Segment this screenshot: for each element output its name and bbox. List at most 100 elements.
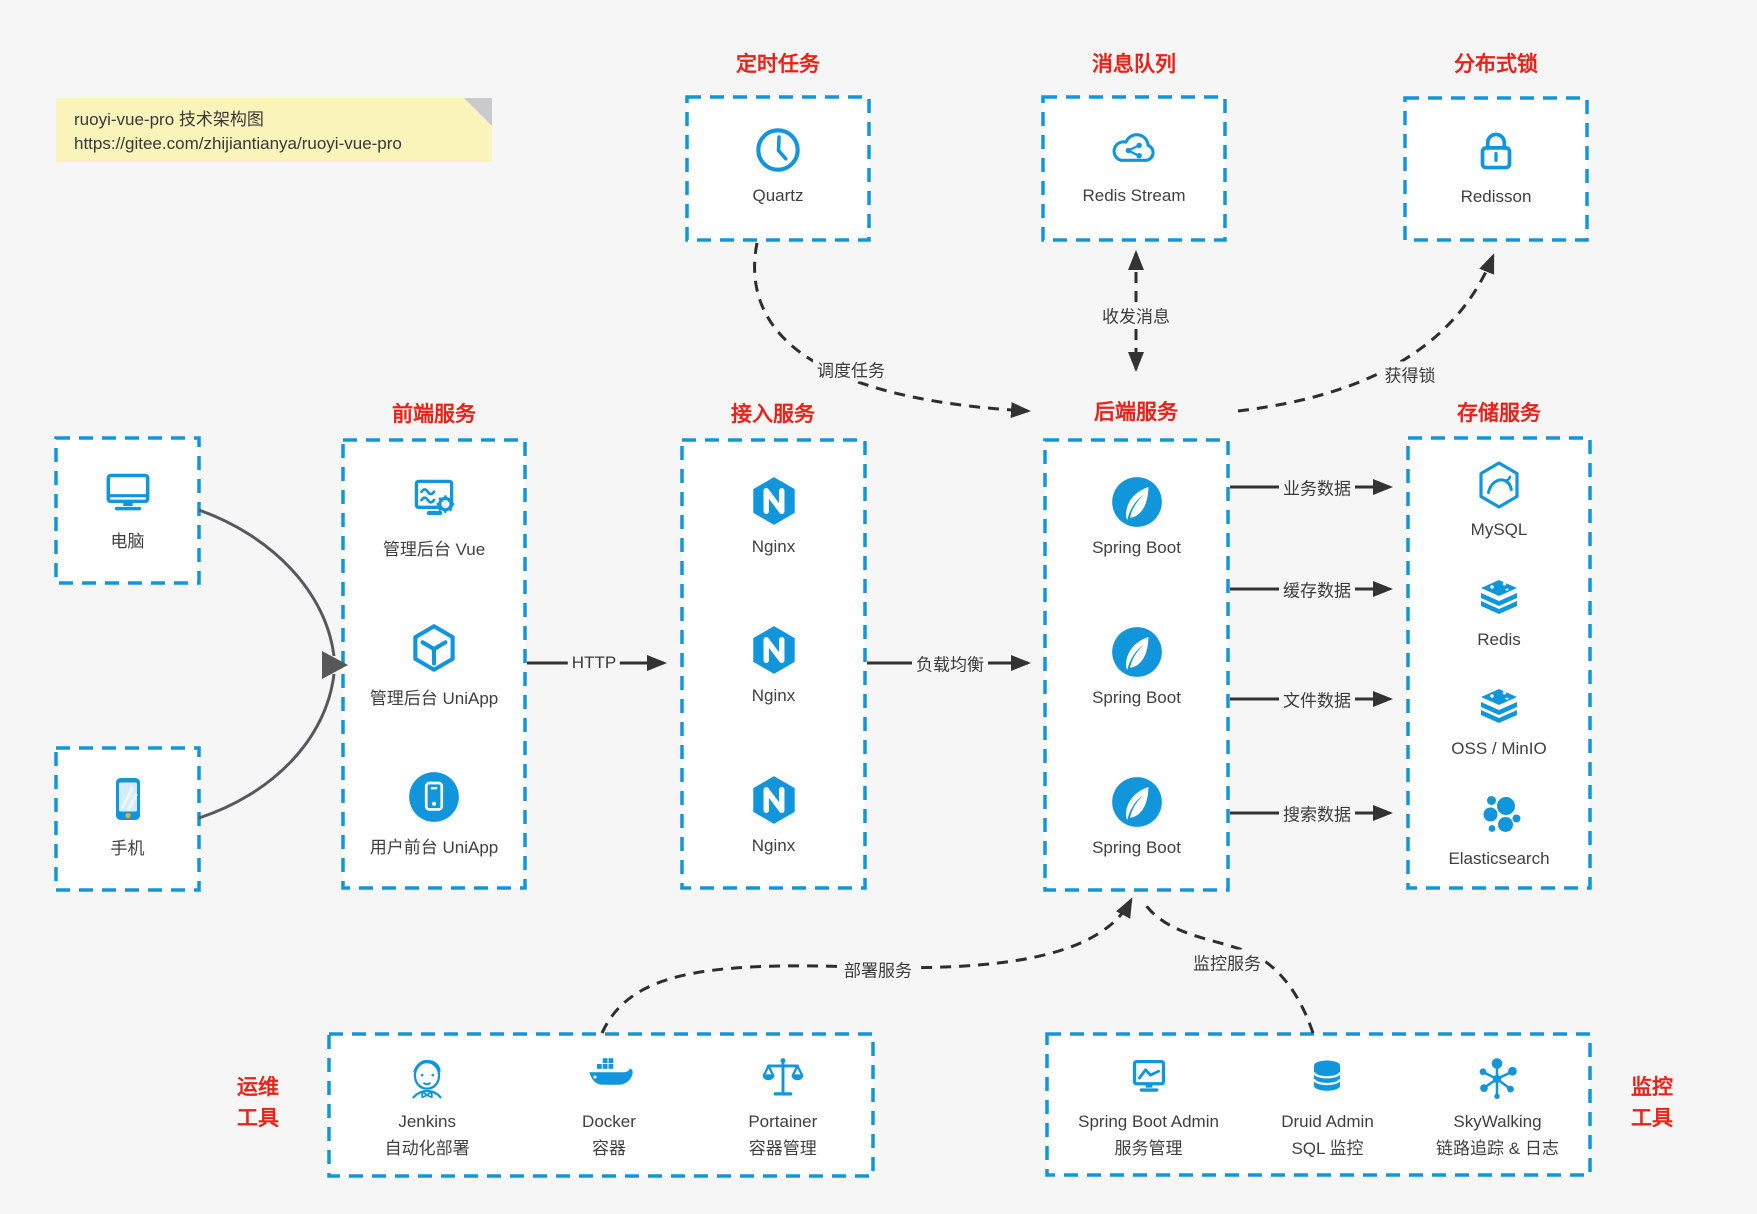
edge-label-lock: 获得锁 <box>1380 361 1440 387</box>
edge-label-http: HTTP <box>567 653 621 673</box>
mobile-icon <box>100 771 156 827</box>
title-storage-services: 存储服务 <box>1457 402 1541 425</box>
service-item-nginx-1: Nginx <box>745 472 803 557</box>
tool-item-spring-boot-admin: Spring Boot Admin 服务管理 <box>1078 1051 1219 1159</box>
edge-label-lb: 负载均衡 <box>912 650 988 676</box>
note-title: ruoyi-vue-pro 技术架构图 <box>74 110 264 129</box>
edge-label-deploy: 部署服务 <box>840 956 916 982</box>
edge-label-mq: 收发消息 <box>1098 302 1174 328</box>
client-arrows <box>198 508 336 820</box>
service-item-mysql: MySQL <box>1470 457 1528 540</box>
cloud-share-icon <box>1104 121 1164 179</box>
group-storage: MySQL Redis <box>1408 438 1590 888</box>
clock-icon <box>749 121 807 179</box>
service-item-springboot-2: Spring Boot <box>1092 623 1181 708</box>
group-redis-stream: Redis Stream <box>1043 97 1225 240</box>
service-item-springboot-3: Spring Boot <box>1092 773 1181 858</box>
title-distributed-lock: 分布式锁 <box>1454 53 1538 76</box>
group-quartz: Quartz <box>687 97 869 240</box>
note-url: https://gitee.com/zhijiantianya/ruoyi-vu… <box>74 134 402 153</box>
client-label: 手机 <box>110 839 145 858</box>
tool-item-skywalking: SkyWalking 链路追踪 & 日志 <box>1436 1051 1559 1159</box>
service-item-elasticsearch: Elasticsearch <box>1448 786 1550 869</box>
tool-item-jenkins: Jenkins 自动化部署 <box>385 1051 470 1159</box>
group-backend: Spring Boot Spring Boot Spring Boot <box>1045 440 1228 890</box>
nginx-icon <box>745 621 803 679</box>
client-pc: 电脑 <box>56 438 199 583</box>
elasticsearch-icon <box>1471 786 1527 842</box>
client-arrowhead <box>322 651 348 679</box>
spring-boot-admin-icon <box>1122 1051 1176 1105</box>
redis-icon <box>1471 567 1527 623</box>
client-mobile: 手机 <box>56 748 199 890</box>
service-item-admin-uniapp: 管理后台 UniApp <box>370 619 498 709</box>
service-item-nginx-2: Nginx <box>745 621 803 706</box>
uniapp-icon <box>405 619 463 677</box>
tool-label: SkyWalking <box>1453 1111 1542 1131</box>
spring-boot-icon <box>1108 773 1166 831</box>
druid-icon <box>1300 1051 1354 1105</box>
service-label: Redis <box>1477 629 1521 649</box>
group-redisson: Redisson <box>1405 98 1587 240</box>
nginx-icon <box>745 472 803 530</box>
service-item-redis: Redis <box>1471 567 1527 650</box>
service-label: Nginx <box>751 835 796 855</box>
tool-item-portainer: Portainer 容器管理 <box>748 1051 817 1159</box>
portainer-icon <box>756 1051 810 1105</box>
tool-label: Portainer <box>748 1112 818 1131</box>
client-label: 电脑 <box>110 531 145 551</box>
tool-sublabel: 服务管理 <box>1114 1138 1183 1158</box>
tool-label: Jenkins <box>398 1112 456 1131</box>
oss-minio-icon <box>1471 676 1527 732</box>
edge-label-monitor: 监控服务 <box>1189 949 1265 975</box>
service-label: Nginx <box>751 537 796 557</box>
service-label: Nginx <box>751 686 796 706</box>
title-scheduled-jobs: 定时任务 <box>736 53 820 76</box>
tool-sublabel: 自动化部署 <box>384 1139 470 1158</box>
tool-label: Druid Admin <box>1281 1111 1374 1131</box>
group-frontend: 管理后台 Vue 管理后台 UniApp 用户前台 UniApp <box>343 440 525 888</box>
edge-label-file: 文件数据 <box>1279 686 1355 712</box>
service-label: Redis Stream <box>1082 186 1186 205</box>
mysql-icon <box>1471 457 1527 513</box>
tool-sublabel: 容器 <box>591 1139 626 1158</box>
spring-boot-icon <box>1108 623 1166 681</box>
tool-item-docker: Docker 容器 <box>581 1051 637 1159</box>
title-message-queue: 消息队列 <box>1092 53 1176 76</box>
service-label: MySQL <box>1470 520 1528 540</box>
tool-sublabel: 容器管理 <box>748 1139 817 1158</box>
sticky-note: ruoyi-vue-pro 技术架构图 https://gitee.com/zh… <box>56 98 492 162</box>
edge-label-cache: 缓存数据 <box>1279 576 1355 602</box>
service-label: Elasticsearch <box>1448 848 1550 868</box>
desktop-icon <box>97 462 159 520</box>
lock-icon <box>1467 122 1525 180</box>
service-label: Spring Boot <box>1092 687 1181 707</box>
title-gateway-services: 接入服务 <box>731 403 815 426</box>
spring-boot-icon <box>1108 473 1166 531</box>
tool-sublabel: SQL 监控 <box>1291 1138 1364 1158</box>
note-fold-corner <box>464 98 492 126</box>
service-label: 管理后台 UniApp <box>369 688 499 708</box>
group-devops-tools: Jenkins 自动化部署 Docker 容器 <box>329 1034 873 1176</box>
service-label: Redisson <box>1460 186 1532 206</box>
service-label: OSS / MinIO <box>1451 739 1547 759</box>
title-backend-services: 后端服务 <box>1094 401 1178 424</box>
title-devops-tools: 运维 工具 <box>237 1076 279 1130</box>
service-item-oss-minio: OSS / MinIO <box>1451 676 1547 759</box>
edge-label-search: 搜索数据 <box>1279 800 1355 826</box>
jenkins-icon <box>400 1051 454 1105</box>
service-item-user-uniapp: 用户前台 UniApp <box>370 768 498 858</box>
title-frontend-services: 前端服务 <box>392 403 476 426</box>
title-monitor-tools: 监控 工具 <box>1631 1076 1673 1130</box>
service-item-admin-vue: 管理后台 Vue <box>383 470 485 560</box>
service-label: 管理后台 Vue <box>382 539 486 559</box>
service-item-nginx-3: Nginx <box>745 771 803 856</box>
tool-sublabel: 链路追踪 & 日志 <box>1436 1138 1559 1158</box>
service-label: 用户前台 UniApp <box>369 838 499 858</box>
tool-item-druid: Druid Admin SQL 监控 <box>1281 1051 1374 1159</box>
group-monitor-tools: Spring Boot Admin 服务管理 Druid Admin SQL 监… <box>1047 1034 1590 1175</box>
tool-label: Docker <box>582 1112 636 1131</box>
nginx-icon <box>745 771 803 829</box>
docker-icon <box>581 1051 637 1105</box>
